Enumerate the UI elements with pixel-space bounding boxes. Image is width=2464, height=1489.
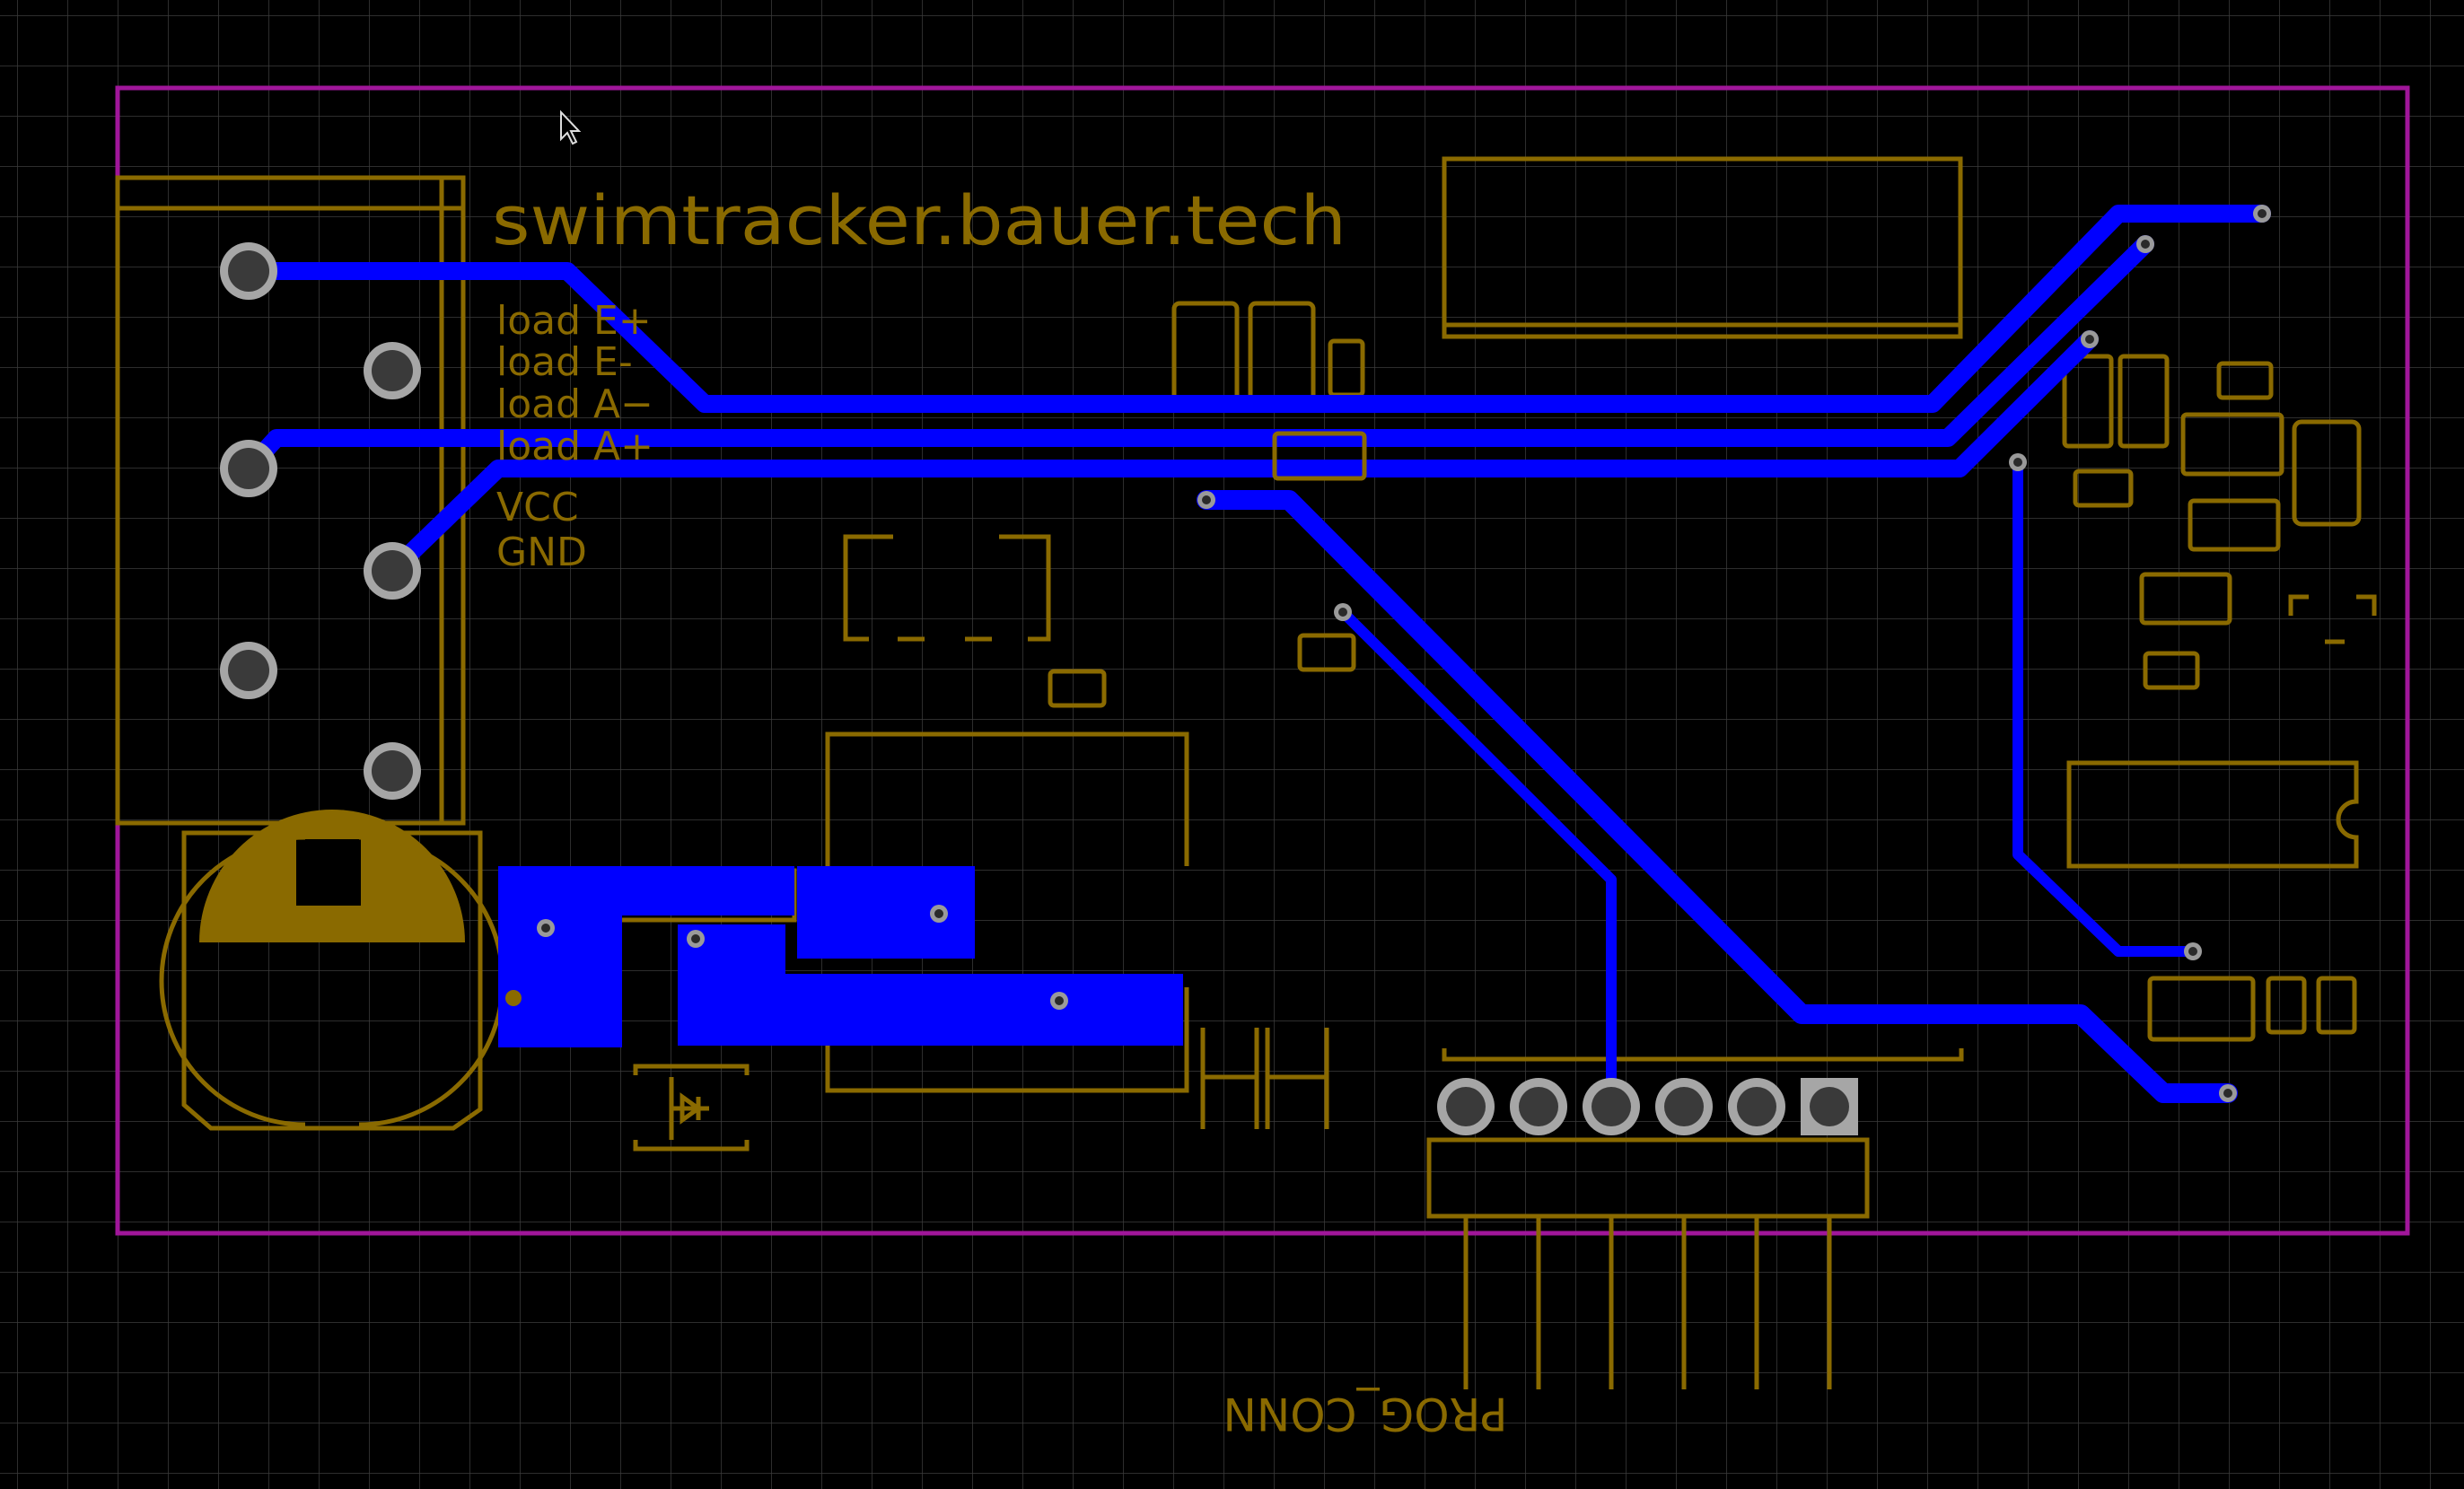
pad	[220, 642, 277, 699]
label-load-a-minus: load A−	[496, 381, 653, 427]
resistor-footprint[interactable]	[1297, 633, 1356, 672]
trace-prog-diagonal[interactable]	[1197, 490, 2238, 1103]
pad	[1437, 1078, 1495, 1135]
passive-pair-footprint[interactable]	[2147, 976, 2357, 1042]
label-load-a-plus: load A+	[496, 424, 653, 469]
pad	[220, 440, 277, 497]
via	[1050, 992, 1068, 1010]
via	[537, 919, 555, 937]
terminal-pads[interactable]	[220, 242, 421, 800]
via	[1334, 603, 1352, 621]
vias	[505, 205, 2271, 1102]
prog-connector-footprint[interactable]	[1426, 1048, 1964, 1389]
label-gnd: GND	[496, 530, 587, 575]
pad	[1583, 1078, 1640, 1135]
prog-connector-label: PROG_CONN	[1223, 1388, 1507, 1440]
battery-holder-footprint[interactable]	[159, 810, 505, 1131]
label-vcc: VCC	[496, 485, 579, 530]
mouse-pointer-icon	[560, 109, 582, 145]
smd-pad-footprint[interactable]	[1272, 431, 1367, 481]
via	[930, 905, 948, 923]
pad	[220, 242, 277, 300]
via	[2253, 205, 2271, 223]
bracket-footprint[interactable]	[843, 534, 1107, 708]
pad	[1655, 1078, 1713, 1135]
capacitor-th-footprint[interactable]	[1200, 1028, 1329, 1129]
label-load-e-plus: load E+	[496, 298, 652, 344]
pad	[364, 342, 421, 399]
pad	[364, 542, 421, 600]
label-load-e-minus: load E-	[496, 339, 633, 385]
via	[1197, 491, 1215, 509]
via	[2184, 942, 2202, 960]
trace-right-vertical[interactable]	[2012, 457, 2198, 957]
diode-footprint[interactable]	[633, 1064, 750, 1152]
trace-prog-thin[interactable]	[1337, 607, 1617, 1112]
via	[2009, 453, 2027, 471]
prog-connector-pads[interactable]	[1437, 1078, 1858, 1135]
trace-load-e-plus[interactable]	[240, 205, 2271, 413]
pad	[364, 742, 421, 800]
trace-load-a-plus[interactable]	[383, 330, 2099, 580]
via	[2081, 330, 2099, 348]
dip-chip-footprint[interactable]	[2066, 760, 2359, 869]
via	[687, 930, 705, 948]
large-ic-footprint[interactable]	[1442, 156, 1963, 339]
diode-symbol-icon	[680, 1092, 703, 1125]
via	[2136, 235, 2154, 253]
pad-square	[1801, 1078, 1858, 1135]
passive-cluster-footprint[interactable]	[2062, 354, 2377, 690]
via	[2219, 1084, 2237, 1102]
via	[505, 990, 522, 1006]
pad	[1510, 1078, 1567, 1135]
pad	[1728, 1078, 1785, 1135]
board-title: swimtracker.bauer.tech	[492, 180, 1346, 260]
